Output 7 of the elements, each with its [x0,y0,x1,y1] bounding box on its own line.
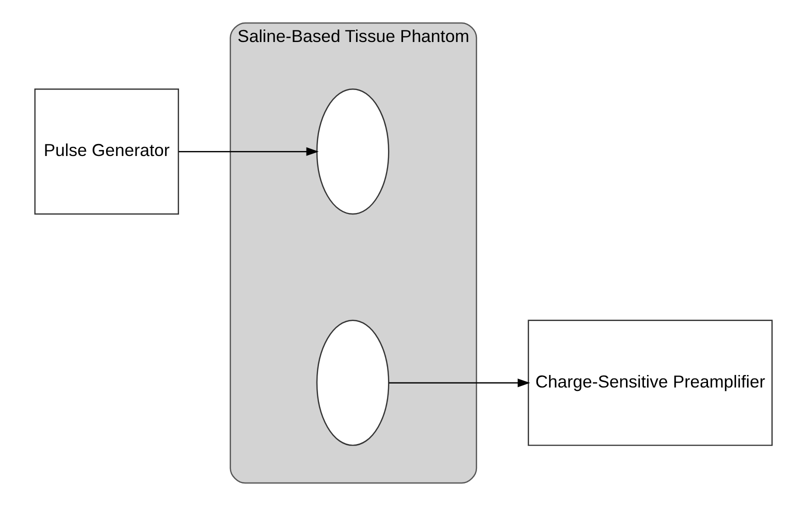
node-ellipse [316,88,389,215]
cluster: Saline-Based Tissue Phantom [229,22,477,484]
node-ellipse [316,320,389,446]
node-box: Pulse Generator [34,88,179,215]
node-box: Charge-Sensitive Preamplifier [527,320,772,446]
arrow [388,378,530,388]
arrow [178,147,318,156]
